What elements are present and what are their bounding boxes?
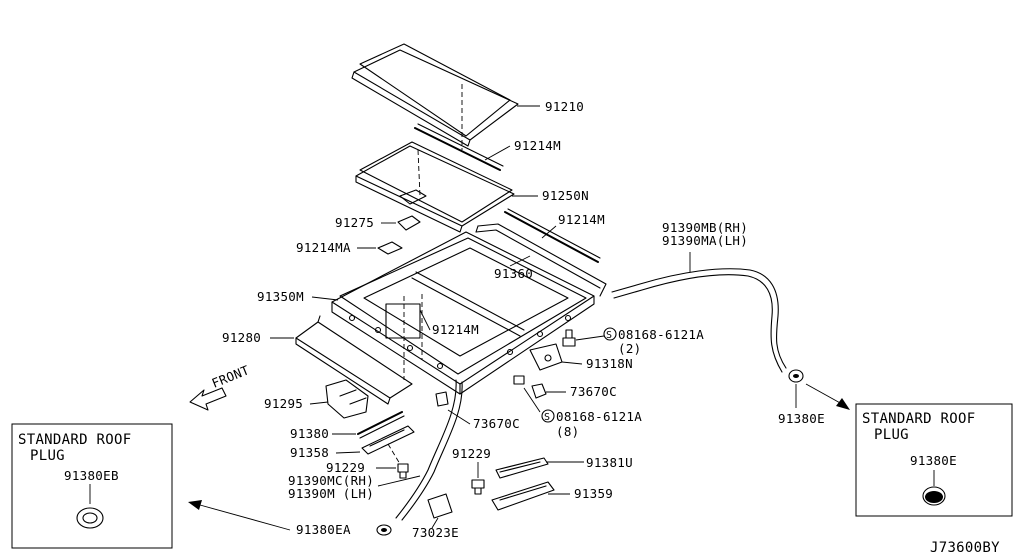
label-91350m: 91350M [257, 289, 304, 304]
label-91229-left: 91229 [326, 460, 365, 475]
label-91380ea: 91380EA [296, 522, 351, 537]
leader-91358 [335, 451, 361, 454]
drain-plug-rear [788, 369, 804, 383]
arrow-to-left-box [199, 504, 291, 531]
label-91390mb: 91390MB(RH) [662, 220, 748, 235]
seal-pad [377, 241, 403, 255]
bolt-right [471, 479, 485, 495]
clip-73023e [427, 493, 453, 519]
label-91250n: 91250N [542, 188, 589, 203]
label-91280: 91280 [222, 330, 261, 345]
label-73670c-right: 73670C [570, 384, 617, 399]
leader-91390mc [377, 475, 421, 487]
leader-73670c-mid [447, 409, 471, 425]
label-91381u: 91381U [586, 455, 633, 470]
roof-plug-icon-right [922, 486, 946, 506]
label-91359: 91359 [574, 486, 613, 501]
label-91214m-top: 91214M [514, 138, 561, 153]
guide-rail-right [491, 481, 555, 511]
label-91214ma: 91214MA [296, 240, 351, 255]
bolt-symbol-text-top: S [606, 330, 612, 341]
leader-91214m-right [541, 225, 557, 239]
label-91214m-right: 91214M [558, 212, 605, 227]
leader-91295 [309, 401, 329, 405]
left-box-part: 91380EB [64, 468, 119, 483]
arrowhead-left [188, 500, 202, 510]
leader-08168-top [575, 335, 605, 341]
label-91210: 91210 [545, 99, 584, 114]
standard-roof-plug-box-left: STANDARD ROOF PLUG 91380EB [11, 423, 173, 549]
right-box-title-2: PLUG [874, 427, 909, 443]
guide-rail-left [361, 425, 415, 455]
label-91229-right: 91229 [452, 446, 491, 461]
label-91275: 91275 [335, 215, 374, 230]
label-91380e-main: 91380E [778, 411, 825, 426]
right-box-title-1: STANDARD ROOF [862, 411, 975, 427]
seal-strip-top [414, 123, 504, 171]
leader-73023e [431, 517, 439, 529]
left-box-title-1: STANDARD ROOF [18, 432, 131, 448]
sunroof-frame [331, 231, 595, 395]
label-91358: 91358 [290, 445, 329, 460]
bolt-symbol-text-bot: S [544, 412, 550, 423]
leader-91214m-mid [419, 309, 431, 331]
drain-tube-rear [611, 268, 787, 373]
label-91360: 91360 [494, 266, 533, 281]
bolt-left [397, 463, 409, 479]
label-08168-bot-qty: (8) [556, 424, 579, 439]
sunshade-handle [397, 215, 421, 231]
bolt-symbol-bot [541, 409, 555, 423]
label-73023e: 73023E [412, 525, 459, 540]
screw-top [562, 329, 576, 347]
sunroof-glass-panel [351, 43, 519, 150]
drain-plug-front [376, 524, 392, 536]
arrow-to-right-box [805, 383, 843, 405]
label-73670c-mid: 73670C [473, 416, 520, 431]
clip-right [513, 375, 547, 399]
roof-plug-icon-left [76, 507, 104, 529]
sunroof-motor [325, 379, 369, 419]
drain-tube [395, 379, 463, 521]
arrowhead-right [836, 398, 850, 410]
label-91295: 91295 [264, 396, 303, 411]
bracket [529, 343, 563, 371]
label-08168-top: 08168-6121A [618, 327, 704, 342]
leader-91318n [561, 361, 583, 365]
label-91390ma: 91390MA(LH) [662, 233, 748, 248]
label-91390m: 91390M (LH) [288, 486, 374, 501]
label-front: FRONT [210, 362, 252, 391]
sunshade-panel [355, 141, 515, 233]
leader-08168-bot [523, 387, 541, 413]
label-08168-bot: 08168-6121A [556, 409, 642, 424]
dash-91358 [387, 443, 401, 465]
label-91214m-mid: 91214M [432, 322, 479, 337]
right-box-part: 91380E [910, 453, 957, 468]
diagram-id: J73600BY [930, 540, 1000, 556]
label-91390mc: 91390MC(RH) [288, 473, 374, 488]
guide-strip-right [495, 457, 549, 479]
seal-strip-right [504, 208, 601, 263]
standard-roof-plug-box-right: STANDARD ROOF PLUG 91380E [855, 403, 1013, 517]
label-91318n: 91318N [586, 356, 633, 371]
trim-strip [357, 411, 405, 439]
front-rail [295, 315, 413, 405]
leader-91214m-top [484, 145, 511, 161]
label-08168-top-qty: (2) [618, 341, 641, 356]
label-91380: 91380 [290, 426, 329, 441]
wind-deflector [475, 223, 607, 297]
front-arrow-icon [189, 387, 227, 411]
leader-91360 [509, 255, 531, 267]
left-box-title-2: PLUG [30, 448, 65, 464]
bolt-symbol-top [603, 327, 617, 341]
leader-91350m [311, 296, 339, 301]
clip-mid [435, 391, 449, 407]
